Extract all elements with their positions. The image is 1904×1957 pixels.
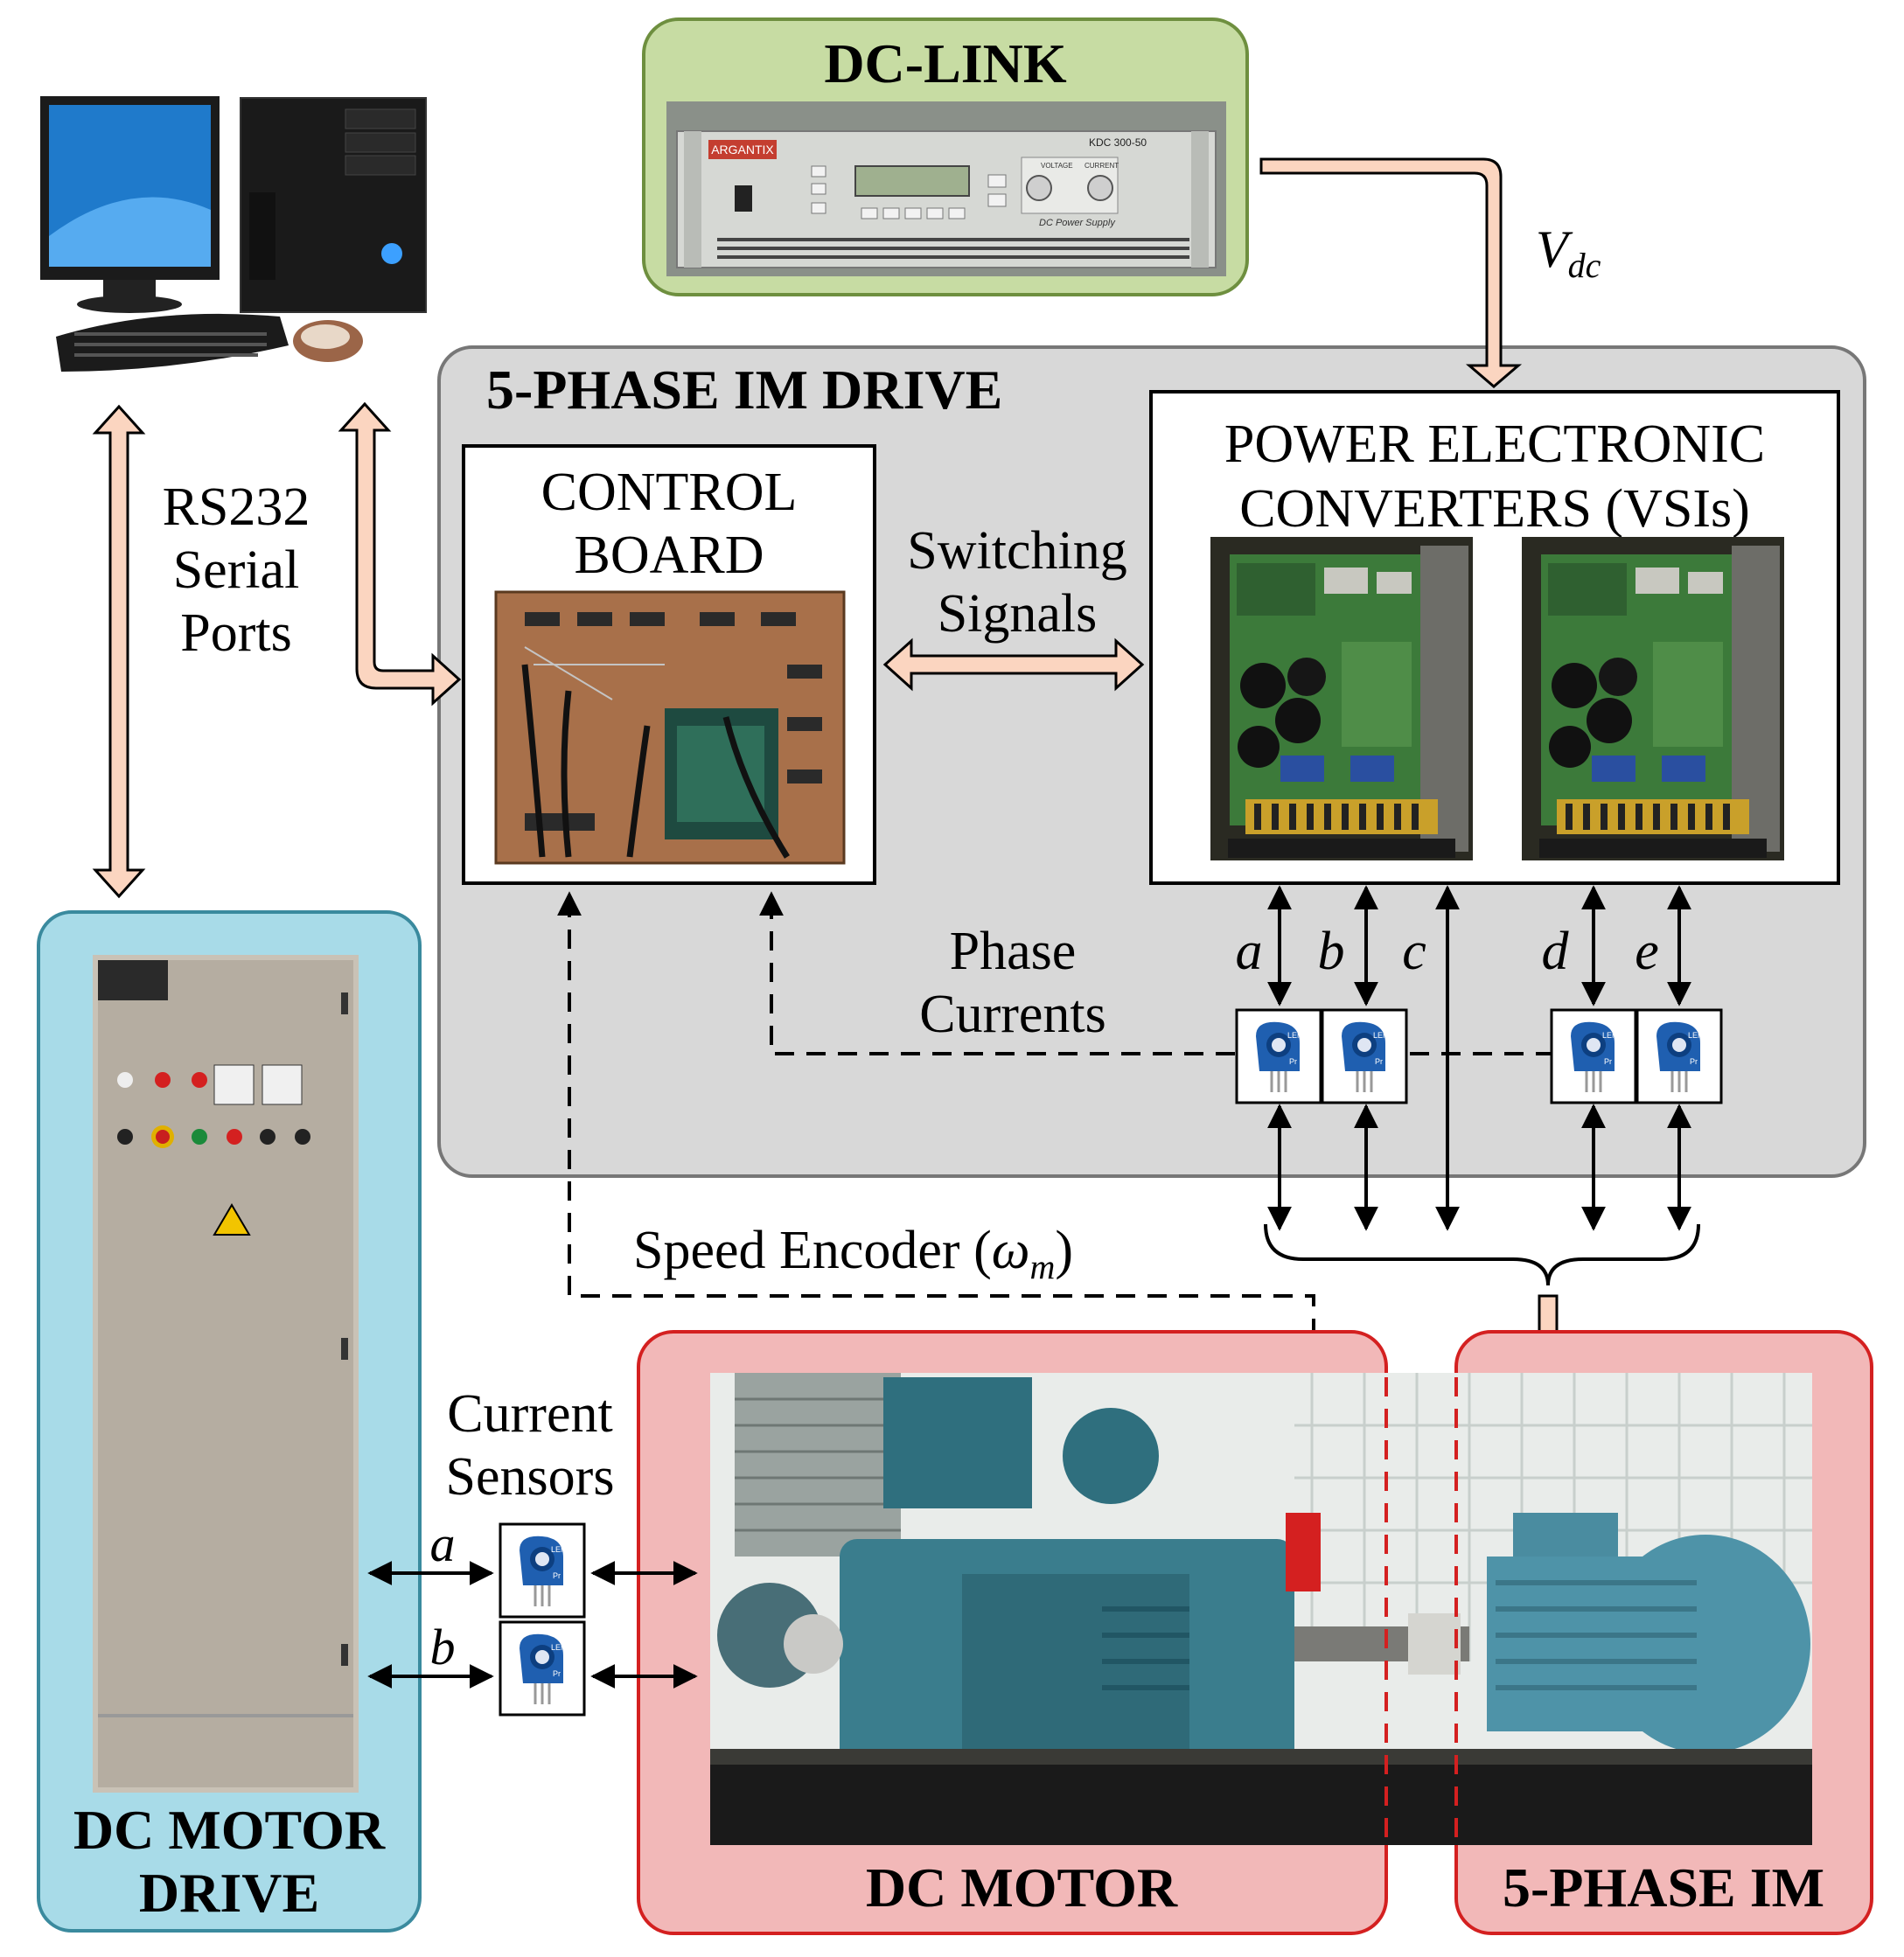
phase-e-label: e [1635, 922, 1659, 981]
svg-text:VOLTAGE: VOLTAGE [1041, 162, 1073, 170]
rs232-arrow-to-dc-drive [92, 404, 146, 899]
phase-d-label: d [1542, 922, 1570, 981]
dc-drive-cabinet-photo [93, 955, 359, 1793]
phase-currents-label: Phase Currents [919, 922, 1106, 1044]
svg-text:RS232: RS232 [163, 477, 310, 537]
svg-text:Currents: Currents [919, 985, 1106, 1044]
svg-text:DC Power Supply: DC Power Supply [1039, 218, 1116, 228]
power-converters-label-line2: CONVERTERS (VSIs) [1239, 479, 1750, 539]
dc-power-supply-image: ARGANTIX KDC 300-50 VOLTAGE CURRENT DC P… [666, 101, 1226, 276]
dc-motor-label: DC MOTOR [866, 1856, 1178, 1919]
power-converters-label-line1: POWER ELECTRONIC [1224, 414, 1765, 474]
rs232-arrow-to-control-board [338, 401, 462, 707]
phase-labels: a b c d e [1236, 922, 1659, 981]
current-sensor-icon [1635, 1008, 1723, 1104]
svg-text:KDC 300-50: KDC 300-50 [1089, 136, 1147, 149]
control-board-label-line2: BOARD [574, 526, 764, 585]
dc-drive-current-wires [367, 1561, 698, 1689]
current-sensor-icon [1321, 1008, 1408, 1104]
control-board-box: CONTROL BOARD [462, 444, 876, 885]
vsi-photo-2 [1522, 537, 1784, 860]
phase-a-label: a [1236, 922, 1263, 981]
im-drive-title: 5-PHASE IM DRIVE [486, 359, 1002, 421]
dc-link-panel: DC-LINK ARGANTIX KDC 300-50 VOLTAGE CURR… [642, 17, 1249, 296]
vsi-photo-1 [1210, 537, 1473, 860]
rs232-label: RS232 Serial Ports [163, 477, 310, 663]
current-sensor-icon [1550, 1008, 1637, 1104]
control-board-photo [494, 590, 846, 865]
power-converters-box: POWER ELECTRONIC CONVERTERS (VSIs) [1149, 390, 1840, 885]
current-sensor-icon [499, 1522, 586, 1619]
switching-signals-arrow [882, 637, 1145, 692]
im-label: 5-PHASE IM [1503, 1856, 1824, 1919]
svg-text:Vdc: Vdc [1536, 220, 1601, 285]
svg-text:Current: Current [447, 1384, 612, 1444]
dc-motor-drive-label-line2: DRIVE [139, 1862, 319, 1924]
dc-motor-drive-panel: DC MOTOR DRIVE [37, 910, 422, 1933]
desktop-computer-icon [40, 96, 427, 372]
svg-text:Ports: Ports [180, 603, 291, 663]
phase-currents-feedback [759, 891, 1555, 1055]
phase-brace [1264, 1223, 1700, 1286]
speed-encoder-label: Speed Encoder (ωm) [633, 1221, 1073, 1286]
current-sensors-label: Current Sensors [446, 1384, 615, 1507]
svg-text:Signals: Signals [938, 584, 1098, 644]
phase-c-label: c [1402, 922, 1426, 981]
svg-text:Phase: Phase [950, 922, 1077, 981]
vdc-arrow [1259, 157, 1523, 388]
dc-link-title: DC-LINK [824, 32, 1067, 94]
dc-phase-b-label: b [430, 1619, 456, 1675]
phase-b-label: b [1318, 922, 1345, 981]
dc-phase-a-label: a [430, 1515, 456, 1572]
test-bench-photo [710, 1373, 1812, 1845]
phase-wires [1267, 885, 1691, 1231]
control-board-label-line1: CONTROL [541, 463, 798, 522]
dc-motor-drive-label-line1: DC MOTOR [73, 1799, 386, 1861]
svg-text:Serial: Serial [173, 540, 300, 600]
current-sensor-icon [499, 1620, 586, 1717]
svg-text:ARGANTIX: ARGANTIX [711, 143, 774, 157]
current-sensor-icon [1235, 1008, 1322, 1104]
vdc-label: Vdc [1536, 220, 1601, 285]
svg-text:CURRENT: CURRENT [1085, 162, 1119, 170]
svg-text:Switching: Switching [907, 521, 1126, 581]
switching-signals-label: Switching Signals [907, 521, 1126, 644]
svg-text:Sensors: Sensors [446, 1447, 615, 1507]
motor-divider-lines [1384, 1377, 1458, 1845]
svg-text:Speed Encoder (ωm): Speed Encoder (ωm) [633, 1221, 1073, 1286]
